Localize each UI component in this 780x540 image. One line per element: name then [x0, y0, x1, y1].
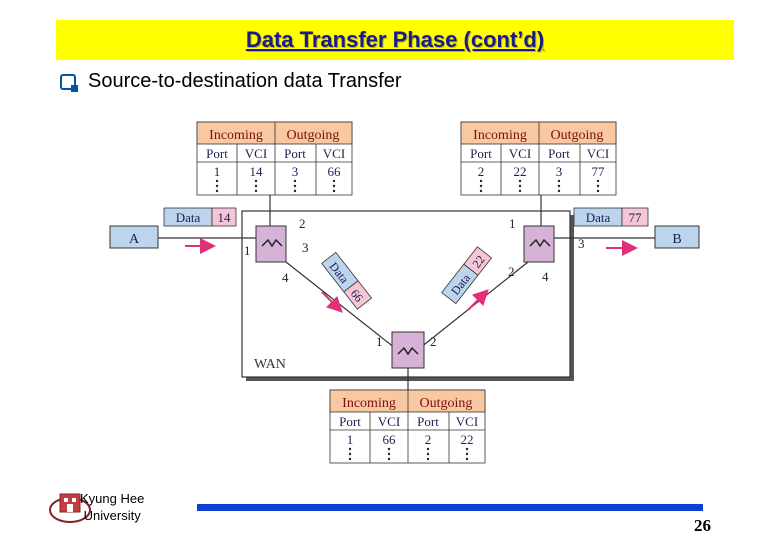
t1-port-out: Port — [284, 146, 306, 161]
t1-out-port-val: 3 — [292, 164, 299, 179]
t1-vci-in: VCI — [245, 146, 267, 161]
t1-incoming: Incoming — [209, 128, 263, 143]
frame-b-data-label: Data — [586, 210, 611, 225]
t3-outgoing: Outgoing — [420, 396, 473, 411]
t3-out-port-val: 2 — [425, 432, 432, 447]
t3-in-vci-val: 66 — [383, 432, 397, 447]
slide-title: Data Transfer Phase (cont’d) — [245, 27, 545, 52]
t3-ellipsis — [348, 447, 469, 461]
title-bar: Data Transfer Phase (cont’d) — [56, 20, 734, 60]
frame-s1-s3: Data 66 — [321, 251, 373, 310]
t1-port-in: Port — [206, 146, 228, 161]
t3-incoming: Incoming — [342, 396, 396, 411]
vc-table-switch-2: Incoming Outgoing Port VCI Port VCI 2 22… — [460, 121, 617, 196]
t2-outgoing: Outgoing — [551, 128, 604, 143]
t3-out-vci-val: 22 — [461, 432, 474, 447]
s2-port-1: 1 — [509, 216, 516, 231]
s2-port-4: 4 — [542, 269, 549, 284]
vc-table-switch-1: Incoming Outgoing Port VCI Port VCI 1 14… — [196, 121, 353, 196]
t2-vci-in: VCI — [509, 146, 531, 161]
t2-in-port-val: 2 — [478, 164, 485, 179]
university-logo-icon — [49, 493, 91, 523]
t1-ellipsis — [215, 179, 336, 193]
frame-a-data-label: Data — [176, 210, 201, 225]
t3-in-port-val: 1 — [347, 432, 354, 447]
s1-port-1: 1 — [244, 243, 251, 258]
frame-b-in: Data 77 — [573, 207, 649, 227]
host-b-label: B — [672, 232, 681, 247]
t1-in-vci-val: 14 — [250, 164, 264, 179]
s2-port-2: 2 — [508, 264, 515, 279]
t2-in-vci-val: 22 — [514, 164, 527, 179]
t2-out-port-val: 3 — [556, 164, 563, 179]
t2-ellipsis — [479, 179, 600, 193]
wan-label: WAN — [254, 357, 286, 372]
t1-out-vci-val: 66 — [328, 164, 342, 179]
t2-incoming: Incoming — [473, 128, 527, 143]
bullet-text: Source-to-destination data Transfer — [88, 70, 402, 92]
footer-bar — [197, 504, 703, 511]
t1-outgoing: Outgoing — [287, 128, 340, 143]
page-number: 26 — [694, 516, 711, 535]
arrow-s3-to-s2 — [467, 289, 489, 311]
t1-in-port-val: 1 — [214, 164, 221, 179]
t2-vci-out: VCI — [587, 146, 609, 161]
t2-port-out: Port — [548, 146, 570, 161]
t3-port-in: Port — [339, 414, 361, 429]
t1-vci-out: VCI — [323, 146, 345, 161]
arrow-s1-to-s3 — [321, 291, 343, 313]
switch-3: 1 2 — [376, 331, 437, 369]
host-b: B — [654, 225, 700, 249]
t3-vci-in: VCI — [378, 414, 400, 429]
checkbox-bullet-icon — [60, 73, 78, 92]
s2-port-3: 3 — [578, 236, 585, 251]
switch-1: 2 1 3 4 — [244, 216, 309, 285]
t3-vci-out: VCI — [456, 414, 478, 429]
t2-out-vci-val: 77 — [592, 164, 606, 179]
switch-2: 1 3 2 4 — [508, 216, 585, 284]
university-name: Kyung Hee University — [80, 490, 144, 524]
s1-port-2: 2 — [299, 216, 306, 231]
t3-port-out: Port — [417, 414, 439, 429]
s3-port-2: 2 — [430, 334, 437, 349]
bullet-row: Source-to-destination data Transfer — [60, 70, 402, 93]
university-line-1: Kyung Hee — [80, 491, 145, 506]
frame-a-out: Data 14 — [163, 207, 237, 227]
host-a-label: A — [129, 232, 140, 247]
s1-port-3: 3 — [302, 240, 309, 255]
s3-port-1: 1 — [376, 334, 383, 349]
vc-table-switch-3: Incoming Outgoing Port VCI Port VCI 1 66… — [329, 389, 486, 464]
university-line-2: University — [83, 508, 141, 523]
frame-a-vci: 14 — [218, 210, 232, 225]
frame-b-vci: 77 — [629, 210, 643, 225]
t2-port-in: Port — [470, 146, 492, 161]
s1-port-4: 4 — [282, 270, 289, 285]
host-a: A — [109, 225, 159, 249]
